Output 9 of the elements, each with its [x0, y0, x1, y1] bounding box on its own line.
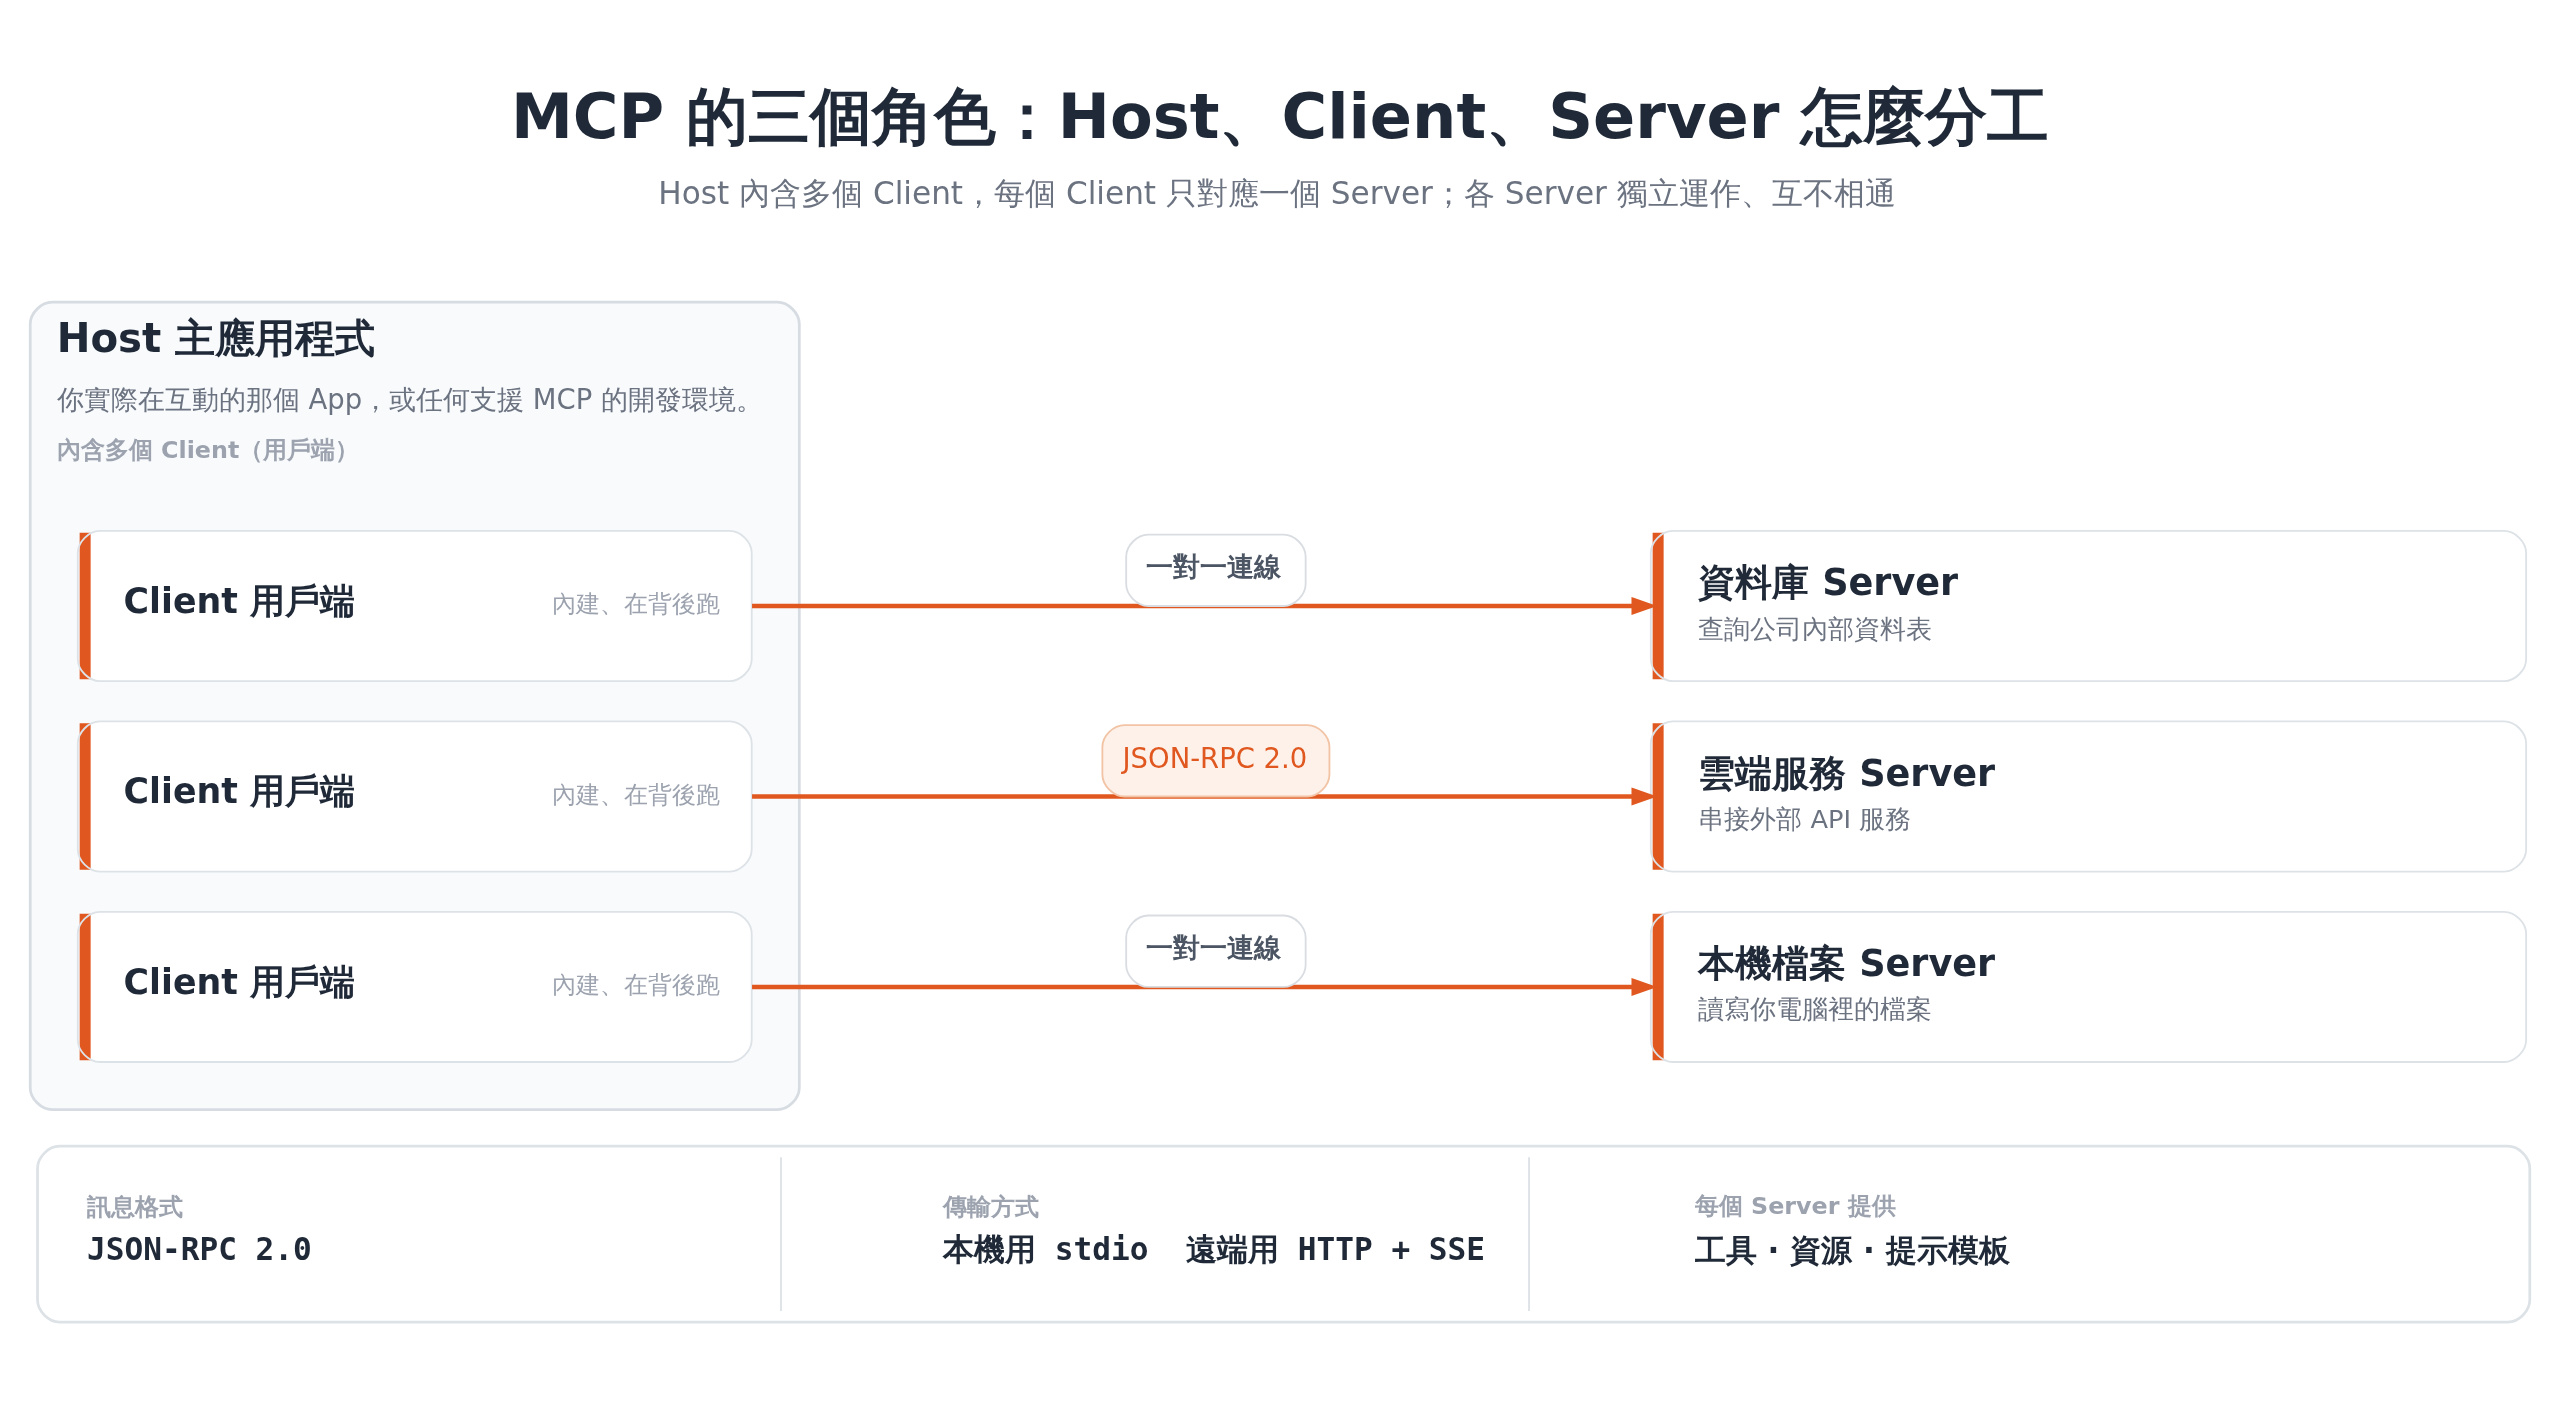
- edge-label: 一對一連線: [1146, 931, 1282, 963]
- node-text: 每個 Server 提供 工具 · 資源 · 提示模板: [1694, 1191, 2010, 1268]
- caption: Host 內含多個 Client，每個 Client 只對應一個 Server；各 Server 獨立運作、互不相通: [658, 175, 1896, 212]
- cluster: [36, 1144, 2532, 1324]
- edge-label: JSON-RPC 2.0: [1122, 743, 1308, 775]
- node-text: 傳輸方式 本機用 stdio 遠端用 HTTP + SSE: [943, 1192, 1486, 1267]
- node-text: 訊息格式 JSON-RPC 2.0: [86, 1192, 312, 1267]
- edge-label: 一對一連線: [1146, 550, 1282, 582]
- diagram-title: MCP 的三個角色：Host、Client、Server 怎麼分工: [510, 79, 2050, 153]
